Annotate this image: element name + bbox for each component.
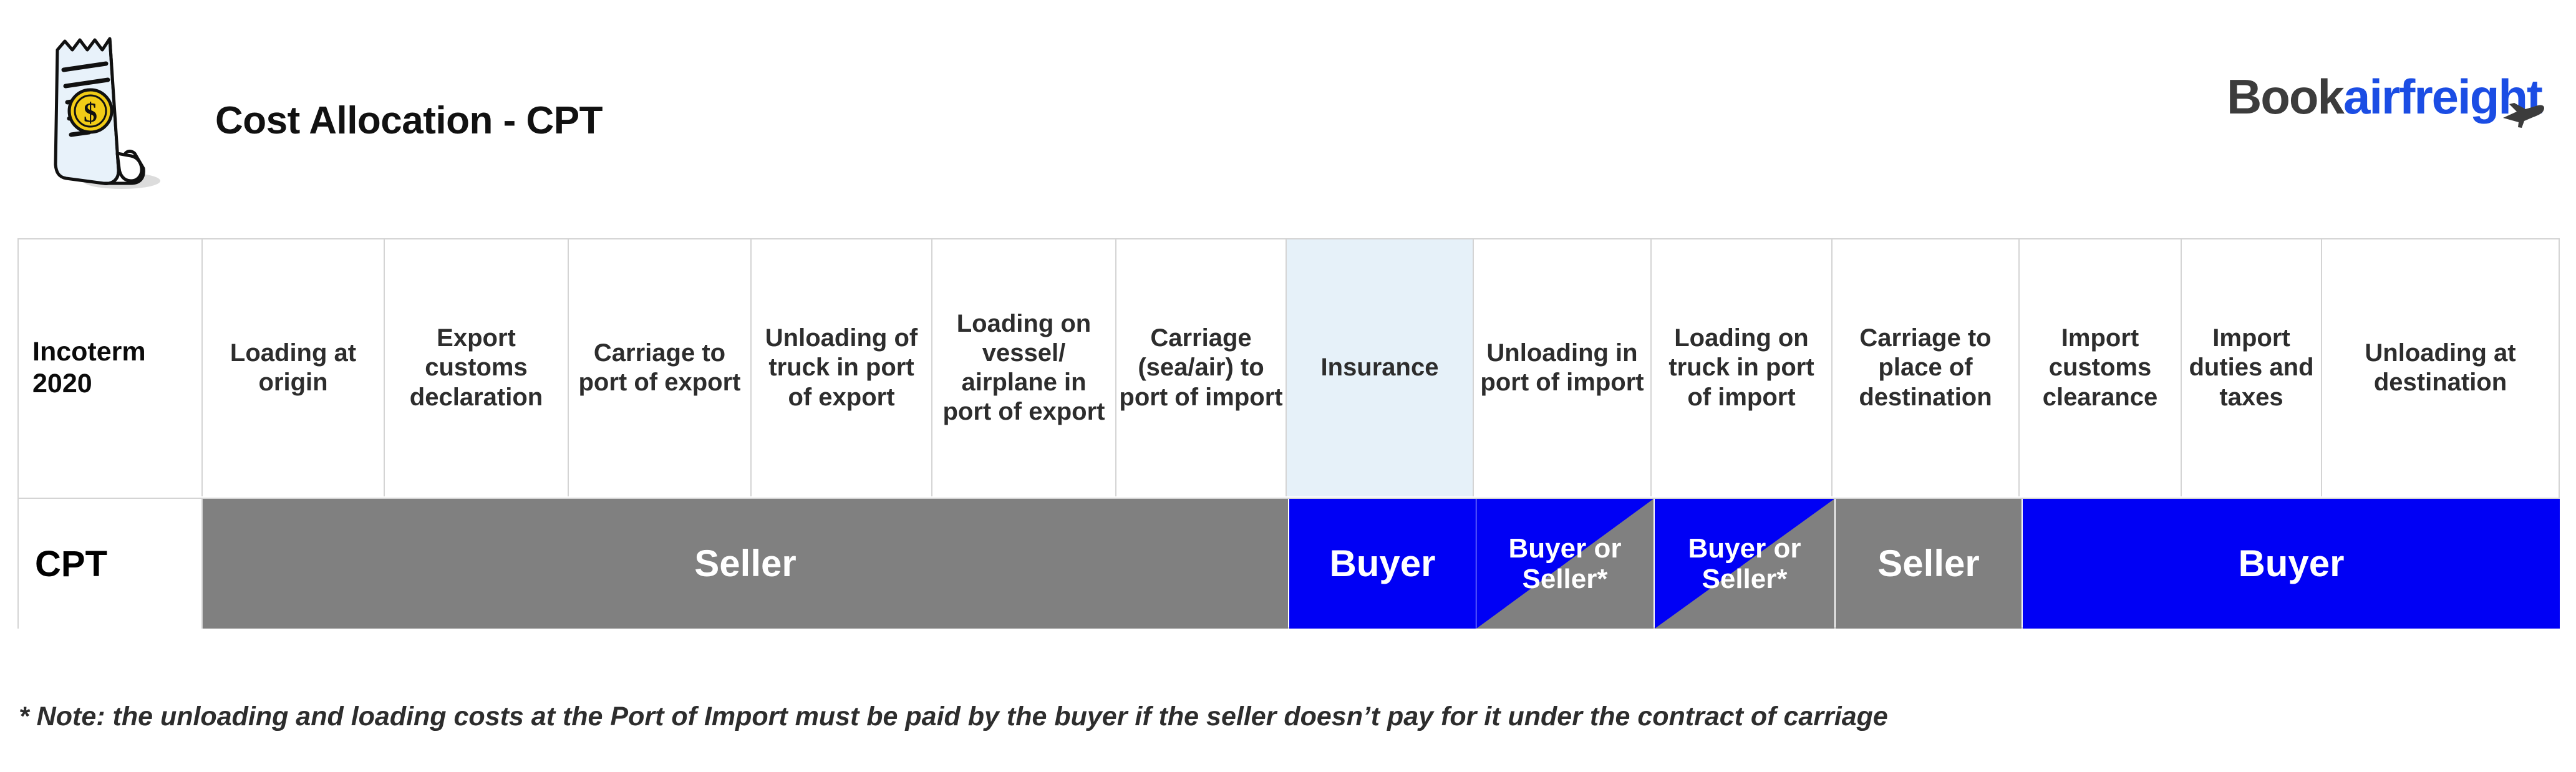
allocation-label: Buyer xyxy=(1329,543,1436,585)
column-header-carriage-sea-air-to-port-of-import: Carriage (sea/air) to port of import xyxy=(1116,239,1287,496)
allocation-label: Buyer or Seller* xyxy=(1688,533,1801,594)
brand-logo[interactable]: Bookairfreight xyxy=(2226,69,2544,128)
allocation-bar-seller-carriage-destination: Seller xyxy=(1836,499,2022,629)
column-header-unloading-in-port-of-import: Unloading in port of import xyxy=(1474,239,1652,496)
column-header-label: Unloading in port of import xyxy=(1480,339,1644,396)
table-data-row: CPT Seller Buyer Buyer or Seller* Buyer … xyxy=(19,498,2560,629)
column-header-loading-at-origin: Loading at origin xyxy=(203,239,385,496)
incoterm-label: CPT xyxy=(35,543,107,584)
column-header-label: Loading on truck in port of import xyxy=(1668,324,1814,411)
column-header-label: Unloading at destination xyxy=(2365,339,2516,396)
incoterm-cell: CPT xyxy=(19,499,203,629)
column-header-import-duties-and-taxes: Import duties and taxes xyxy=(2182,239,2322,496)
column-header-label: Loading at origin xyxy=(230,339,357,396)
allocation-label: Seller xyxy=(694,543,797,585)
column-header-unloading-at-destination: Unloading at destination xyxy=(2322,239,2559,496)
cost-allocation-table: Incoterm 2020 Loading at origin Export c… xyxy=(17,238,2560,629)
column-header-carriage-to-port-of-export: Carriage to port of export xyxy=(569,239,752,496)
receipt-dollar-icon: $ xyxy=(37,31,181,189)
column-header-export-customs-declaration: Export customs declaration xyxy=(385,239,569,496)
allocation-bar-buyer-import: Buyer xyxy=(2023,499,2560,629)
table-header-row: Incoterm 2020 Loading at origin Export c… xyxy=(19,239,2559,496)
allocation-bar-seller-origin: Seller xyxy=(203,499,1288,629)
allocation-label: Seller xyxy=(1877,543,1980,585)
column-header-incoterm-2020: Incoterm 2020 xyxy=(19,239,203,496)
footnote-text: * Note: the unloading and loading costs … xyxy=(19,702,1888,731)
logo-text-book: Book xyxy=(2226,69,2345,124)
column-header-label: Loading on vessel/ airplane in port of e… xyxy=(942,309,1105,426)
page-header: $ Cost Allocation - CPT Bookairfreight xyxy=(0,0,2576,212)
column-header-import-customs-clearance: Import customs clearance xyxy=(2020,239,2182,496)
svg-text:$: $ xyxy=(84,97,97,128)
allocation-label: Buyer xyxy=(2238,543,2345,585)
allocation-bar-buyer-insurance: Buyer xyxy=(1289,499,1476,629)
column-header-label: Insurance xyxy=(1320,354,1439,382)
column-header-label: Carriage to place of destination xyxy=(1859,324,1992,411)
column-header-carriage-to-place-of-destination: Carriage to place of destination xyxy=(1833,239,2020,496)
column-header-label: Import duties and taxes xyxy=(2189,324,2314,411)
column-header-label: Carriage to port of export xyxy=(578,339,741,396)
column-header-label: Incoterm 2020 xyxy=(32,337,146,398)
column-header-label: Export customs declaration xyxy=(409,324,543,411)
allocation-label: Buyer or Seller* xyxy=(1508,533,1622,594)
column-header-label: Unloading of truck in port of export xyxy=(765,324,918,411)
allocation-bar-buyer-or-seller-unloading-import: Buyer or Seller* xyxy=(1476,499,1654,629)
page-title: Cost Allocation - CPT xyxy=(215,99,603,142)
column-header-unloading-of-truck-in-port-of-export: Unloading of truck in port of export xyxy=(752,239,932,496)
allocation-bar-buyer-or-seller-loading-truck-import: Buyer or Seller* xyxy=(1655,499,1834,629)
column-header-label: Carriage (sea/air) to port of import xyxy=(1119,324,1283,411)
airplane-icon xyxy=(2503,103,2544,128)
column-header-insurance: Insurance xyxy=(1287,239,1474,496)
column-header-loading-on-truck-in-port-of-import: Loading on truck in port of import xyxy=(1652,239,1833,496)
column-header-label: Import customs clearance xyxy=(2042,324,2158,411)
column-header-loading-on-vessel-airplane-in-port-of-export: Loading on vessel/ airplane in port of e… xyxy=(932,239,1116,496)
